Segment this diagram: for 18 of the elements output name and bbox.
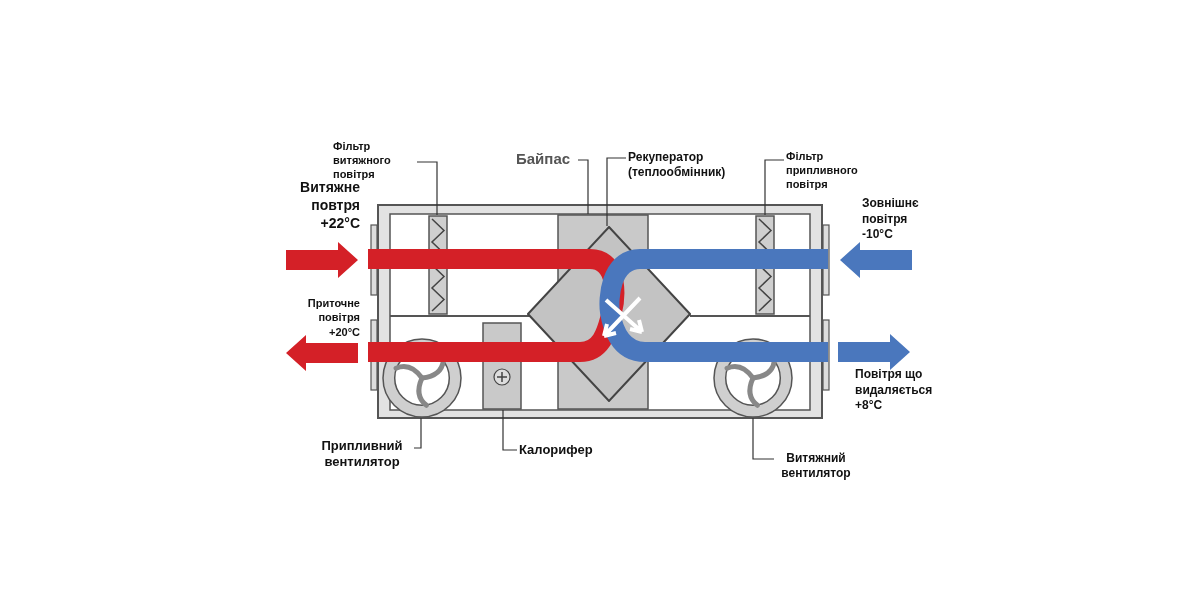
callout-label: Витяжний вентилятор xyxy=(776,451,856,481)
leader-line xyxy=(606,157,627,227)
callout-label: Фільтр припливного повітря xyxy=(786,150,868,192)
callout-label: Припливний вентилятор xyxy=(312,438,412,471)
leader-line xyxy=(502,409,518,451)
airflow-label: Повітря що видаляється +8°C xyxy=(855,367,934,414)
airflow-label: Витяжне повтря +22°C xyxy=(299,179,360,233)
callout-label: Байпас xyxy=(516,150,576,169)
leader-line xyxy=(764,159,785,216)
leader-line xyxy=(416,161,438,216)
callout-label: Фільтр витяжного повітря xyxy=(333,140,415,182)
leader-line xyxy=(577,159,589,215)
airflow-label: Зовнішнє повітря -10°C xyxy=(862,196,920,243)
airflow-label: Приточне повітря +20°C xyxy=(306,296,360,339)
leader-line xyxy=(752,417,775,460)
callout-label: Рекуператор (теплообмінник) xyxy=(628,150,758,180)
callout-label: Калорифер xyxy=(519,442,599,459)
leader-line xyxy=(413,417,422,449)
